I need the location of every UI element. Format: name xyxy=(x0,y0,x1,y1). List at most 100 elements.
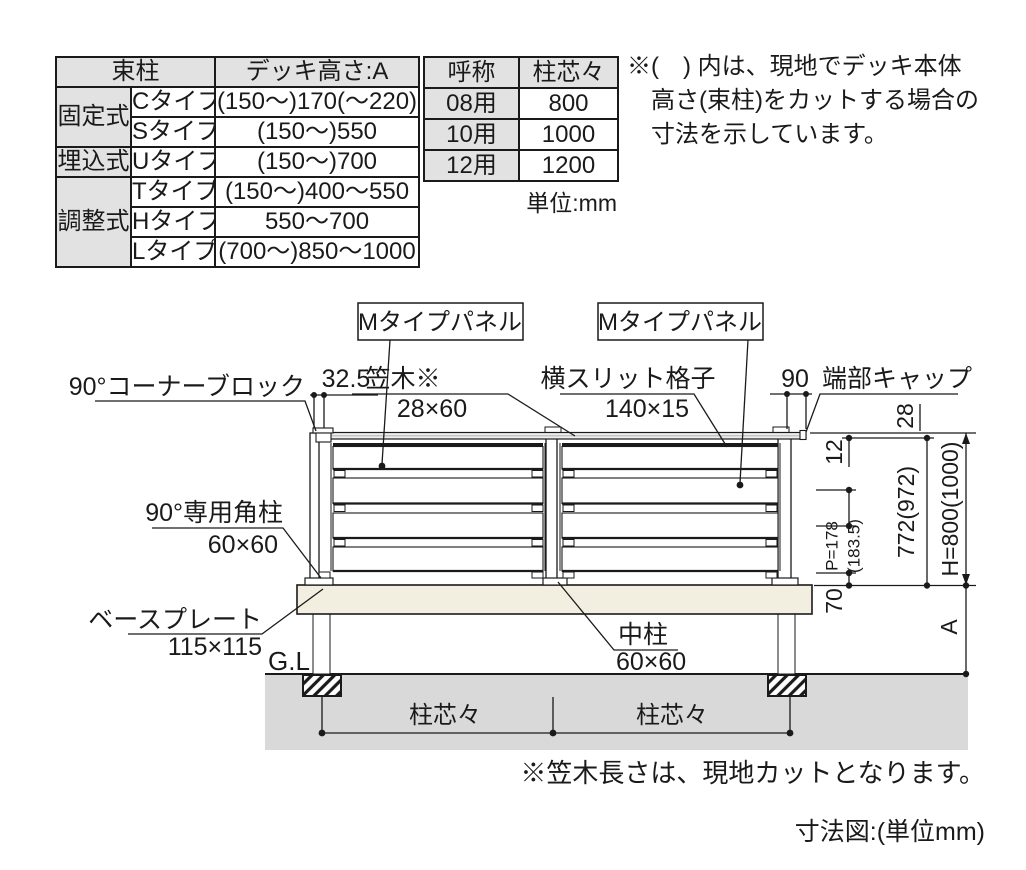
ground xyxy=(265,673,968,750)
cell-type: Lタイプ xyxy=(130,236,216,268)
span-label-2: 柱芯々 xyxy=(636,702,708,729)
cell-value: 1000 xyxy=(518,118,619,151)
cell-name: 10用 xyxy=(423,118,520,151)
panel-label-2: Mタイプパネル xyxy=(598,309,762,336)
corner-block-callout: 90°コーナーブロック xyxy=(69,373,317,432)
center-post xyxy=(545,437,558,584)
nakabashira-size: 60×60 xyxy=(616,648,686,676)
table-row: 固定式 Cタイプ (150〜)170(〜220) xyxy=(55,86,420,148)
dim-90-text: 90 xyxy=(781,365,809,393)
cell-type: Uタイプ xyxy=(130,146,216,178)
baseplate-size: 115×115 xyxy=(168,633,262,661)
header-pitch: 柱芯々 xyxy=(518,56,619,89)
dim-28-text: 28 xyxy=(892,403,918,429)
pitch-spec-table: 呼称 柱芯々 08用 800 10用 1000 12用 1200 xyxy=(423,56,619,182)
panel-label-1: Mタイプパネル xyxy=(358,309,522,336)
kasagi-size: 28×60 xyxy=(397,395,467,423)
kasagi-label: 笠木※ xyxy=(365,365,440,393)
top-note-line1: ※( ) 内は、現地でデッキ本体 xyxy=(627,53,962,80)
kasagi-note: ※笠木長さは、現地カットとなります。 xyxy=(520,758,985,788)
cell-name: 08用 xyxy=(423,87,520,120)
baseplate-callout: ベースプレート 115×115 xyxy=(88,588,324,661)
table-row: 10用 1000 xyxy=(423,118,619,151)
dim-90: 90 xyxy=(770,365,812,429)
dim-h-text: H=800(1000) xyxy=(937,442,963,577)
table-row: 12用 1200 xyxy=(423,149,619,182)
deck-platform xyxy=(296,584,813,615)
span-label-1: 柱芯々 xyxy=(409,702,481,729)
table-row: 埋込式 Uタイプ (150〜)700 xyxy=(55,146,420,178)
post-spec-table: 束柱 デッキ高さ:A 固定式 Cタイプ (150〜)170(〜220) Sタイプ… xyxy=(55,56,420,268)
yoko-slit-label: 横スリット格子 xyxy=(540,365,715,393)
table-row: 08用 800 xyxy=(423,87,619,120)
header-post: 束柱 xyxy=(55,56,216,88)
dim-772-text: 772(972) xyxy=(893,466,919,558)
cell-value: 1200 xyxy=(518,149,619,182)
top-note-line3: 寸法を示しています。 xyxy=(651,121,888,148)
cell-value: (150〜)400〜550 xyxy=(214,176,420,208)
dim-12-text: 12 xyxy=(821,439,847,465)
yoko-slit-callout: 横スリット格子 140×15 xyxy=(540,365,728,448)
fence-panel-left xyxy=(318,443,546,579)
cell-group-embedded: 埋込式 xyxy=(55,146,132,178)
cell-type: Sタイプ xyxy=(130,116,216,148)
end-cap-callout: 端部キャップ xyxy=(805,365,972,433)
base-plate-right xyxy=(771,577,799,586)
span-dimensions: 柱芯々 柱芯々 xyxy=(318,697,794,737)
figure-caption: 寸法図:(単位mm) xyxy=(794,818,985,846)
kakubashira-label: 90°専用角柱 xyxy=(145,499,283,527)
top-note-line2: 高さ(束柱)をカットする場合の xyxy=(651,87,979,114)
base-plate-left xyxy=(304,577,334,586)
cell-value: 550〜700 xyxy=(214,206,420,238)
nakabashira-callout: 中柱 60×60 xyxy=(557,581,686,676)
dim-pitch-text: P=178 xyxy=(822,521,841,571)
cell-type: Tタイプ xyxy=(130,176,216,208)
base-plate-center xyxy=(542,577,568,586)
dim-32-5-text: 32.5 xyxy=(322,365,371,393)
table-row: Sタイプ (150〜)550 xyxy=(56,116,420,148)
dim-pitch-paren-text: (183.5) xyxy=(844,519,863,573)
dim-a-text: A xyxy=(936,619,962,635)
cell-value: (150〜)170(〜220) xyxy=(214,86,420,118)
baseplate-label: ベースプレート xyxy=(88,606,262,634)
kakubashira-size: 60×60 xyxy=(208,531,278,559)
cell-value: (150〜)700 xyxy=(214,146,420,178)
table-row: 呼称 柱芯々 xyxy=(423,56,619,89)
yoko-slit-size: 140×15 xyxy=(605,395,689,423)
dim-70-text: 70 xyxy=(821,588,847,614)
panel-callout-2: Mタイプパネル xyxy=(597,302,764,489)
gl-label: G.L xyxy=(268,646,310,676)
fence-panel-right xyxy=(559,443,781,579)
table-row: 束柱 デッキ高さ:A xyxy=(55,56,420,88)
table-row: Hタイプ 550〜700 xyxy=(56,206,420,238)
slit-tabs xyxy=(562,470,778,579)
kakubashira-callout: 90°専用角柱 60×60 xyxy=(145,499,322,579)
top-note: ※( ) 内は、現地でデッキ本体 高さ(束柱)をカットする場合の 寸法を示してい… xyxy=(627,50,979,152)
cell-value: (700〜)850〜1000 xyxy=(214,236,420,268)
cell-value: (150〜)550 xyxy=(214,116,420,148)
unit-note: 単位:mm xyxy=(526,190,617,216)
footing-left xyxy=(302,674,342,697)
end-cap xyxy=(799,429,807,441)
dim-32-5: 32.5 xyxy=(310,365,378,428)
cell-type: Hタイプ xyxy=(130,206,216,238)
coping xyxy=(312,427,807,443)
corner-block-label: 90°コーナーブロック xyxy=(69,373,305,401)
panel-callout-1: Mタイプパネル xyxy=(357,302,524,470)
fence-posts xyxy=(304,426,799,586)
table-row: 調整式 Tタイプ (150〜)400〜550 xyxy=(55,176,420,268)
deck-post-right xyxy=(777,613,796,675)
corner-post xyxy=(309,432,320,584)
cell-group-fixed: 固定式 xyxy=(55,86,132,148)
deck-post-left xyxy=(312,613,331,675)
cell-value: 800 xyxy=(518,87,619,120)
corner-block xyxy=(315,432,332,443)
table-row: Lタイプ (700〜)850〜1000 xyxy=(56,236,420,268)
cell-name: 12用 xyxy=(423,149,520,182)
end-cap-label: 端部キャップ xyxy=(822,365,972,393)
header-name: 呼称 xyxy=(423,56,520,89)
header-deck-height: デッキ高さ:A xyxy=(214,56,420,88)
right-dimensions: 28 12 P=178 (183.5) 70 772(972) H=800(10… xyxy=(810,403,976,678)
